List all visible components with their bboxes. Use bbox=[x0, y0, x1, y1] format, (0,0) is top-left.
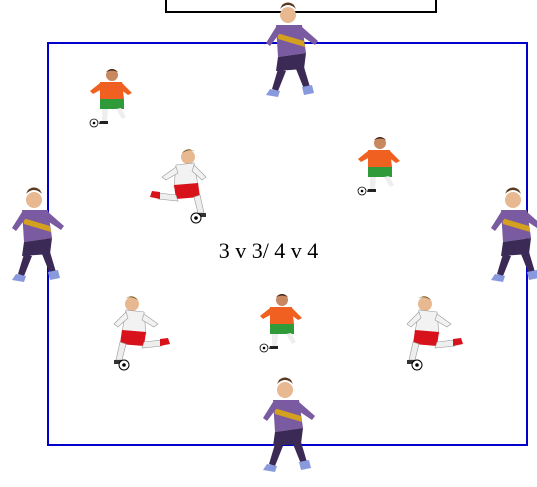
purple-player-bottom bbox=[263, 378, 315, 473]
purple-player-left bbox=[12, 188, 64, 283]
orange-player-center-bottom bbox=[260, 294, 302, 352]
white-player-center-top bbox=[150, 149, 206, 223]
white-player-bottom-right bbox=[407, 296, 463, 370]
orange-player-top-left bbox=[90, 69, 132, 127]
white-player-bottom-left bbox=[114, 296, 170, 370]
purple-player-top bbox=[266, 3, 318, 98]
purple-player-right bbox=[491, 188, 537, 283]
drill-title: 3 v 3/ 4 v 4 bbox=[0, 238, 537, 264]
orange-player-mid-right bbox=[358, 137, 400, 195]
